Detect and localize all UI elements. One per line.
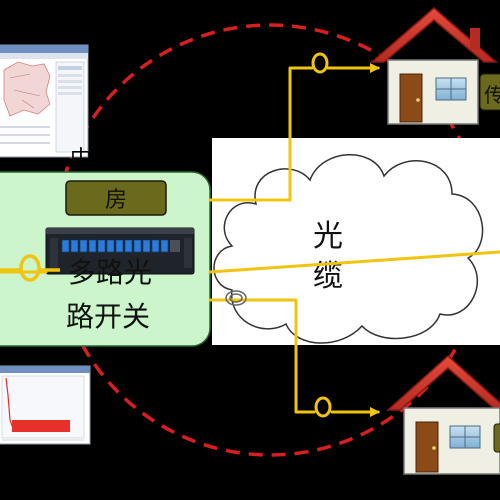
map-screenshot-icon (0, 44, 89, 158)
switch-label-line2: 路开关 (66, 300, 150, 333)
fiber-coil-top-icon (311, 52, 329, 74)
fiber-line-bottom (208, 298, 316, 414)
right-edge-label-box-bottom (493, 423, 500, 453)
fiber-line-middle (208, 250, 500, 274)
optical-switch-rack-icon (45, 227, 195, 275)
cloud-icon (212, 138, 500, 345)
cable-label-line1: 光 (313, 219, 343, 254)
otdr-trace-screenshot-icon (0, 365, 91, 445)
room-tag (65, 180, 167, 216)
fiber-lines (0, 63, 500, 417)
fiber-coil-cloud-icon (225, 290, 247, 306)
right-edge-label-box-top (479, 73, 500, 111)
fiber-coil-bottom-icon (314, 396, 332, 418)
house-top-icon (369, 7, 499, 125)
fiber-line-top (208, 66, 314, 202)
room-tag-label: 房 (105, 188, 127, 213)
right-edge-label: 传 (484, 83, 500, 107)
center-partial-label: 中 (70, 147, 92, 172)
fiber-coil-left-icon (0, 254, 60, 282)
house-bottom-icon (386, 354, 500, 475)
switch-label-line1: 多路光 (68, 256, 152, 289)
